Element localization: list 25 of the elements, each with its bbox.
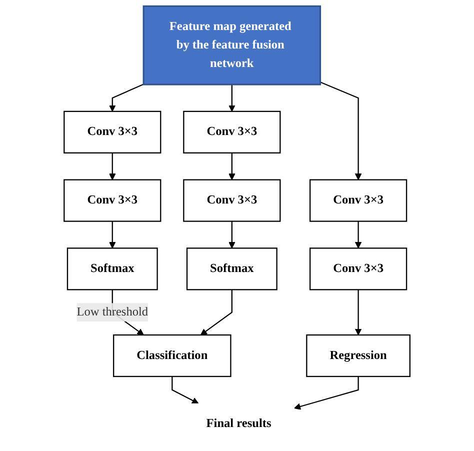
- node-box: Softmax: [186, 248, 278, 290]
- arrow: [108, 84, 144, 112]
- arrow: [228, 84, 236, 112]
- node-box: Conv 3×3: [183, 110, 281, 154]
- node-box: Conv 3×3: [64, 110, 162, 154]
- arrow: [108, 221, 116, 248]
- node-box: Conv 3×3: [183, 179, 281, 222]
- node-box: Conv 3×3: [64, 179, 162, 222]
- node-text: Final results: [206, 417, 272, 430]
- arrow: [354, 290, 362, 336]
- node-box: Conv 3×3: [309, 248, 408, 290]
- node-box: Regression: [306, 334, 410, 378]
- node-box: Feature map generated by the feature fusion network: [142, 5, 321, 86]
- arrow: [172, 376, 199, 404]
- node-box: Classification: [112, 334, 232, 378]
- node-box: Softmax: [66, 248, 158, 290]
- arrow: [228, 152, 236, 180]
- arrow: [200, 290, 232, 336]
- arrow: [320, 82, 362, 180]
- arrow: [228, 221, 236, 248]
- edge-label: Low threshold: [76, 305, 148, 318]
- arrow: [108, 152, 116, 180]
- arrow: [294, 376, 359, 410]
- node-box: Conv 3×3: [309, 179, 408, 222]
- arrow: [354, 221, 362, 248]
